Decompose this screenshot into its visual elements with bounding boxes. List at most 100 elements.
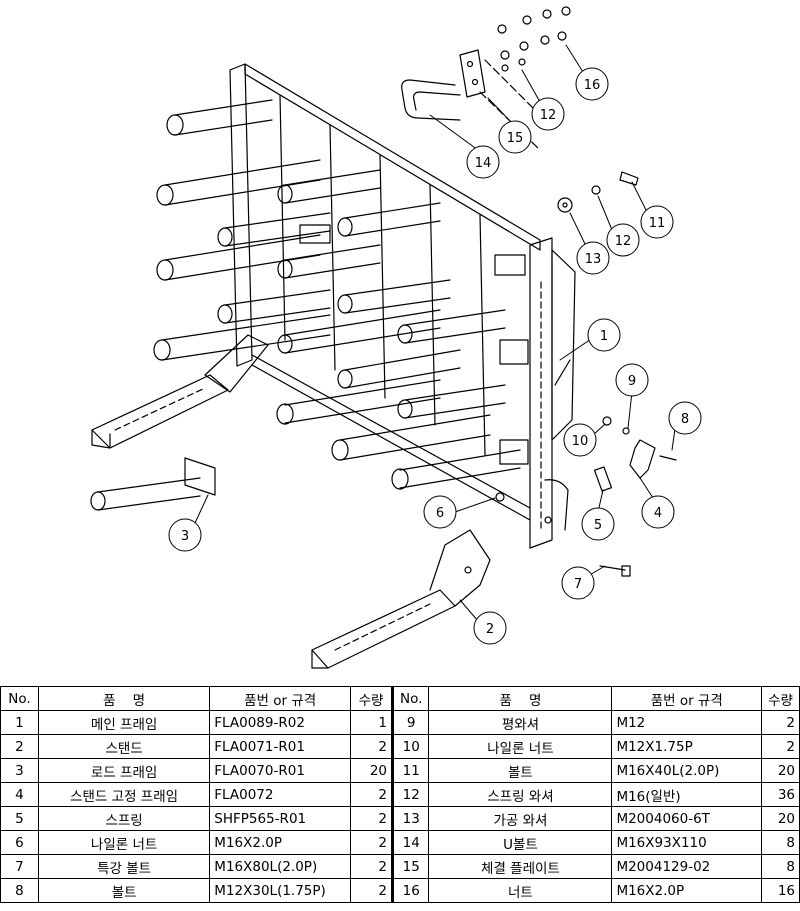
part-qty: 8 <box>761 854 800 879</box>
callout-13: 13 <box>576 241 610 275</box>
part-code: M16X80L(2.0P) <box>209 854 352 879</box>
svg-text:16: 16 <box>584 78 601 93</box>
part-qty: 2 <box>761 734 800 759</box>
u-bolt-assembly <box>401 6 571 151</box>
svg-text:1: 1 <box>600 329 608 344</box>
part-qty: 2 <box>350 782 392 807</box>
callout-8: 8 <box>668 401 702 435</box>
part-number: 14 <box>392 830 430 855</box>
part-number: 5 <box>0 806 39 831</box>
part-name: 나일론 너트 <box>428 734 613 759</box>
callout-6: 6 <box>423 495 457 529</box>
part-name: 스프링 <box>37 806 211 831</box>
part-code: FLA0089-R02 <box>209 710 352 735</box>
part-name: 특강 볼트 <box>37 854 211 879</box>
svg-text:5: 5 <box>594 518 602 533</box>
part-number: 13 <box>392 806 430 831</box>
svg-text:10: 10 <box>572 434 589 449</box>
part-qty: 1 <box>350 710 392 735</box>
svg-text:6: 6 <box>436 506 444 521</box>
callout-balloons: 1 2 3 4 5 6 7 8 9 10 11 12 12 13 14 15 1… <box>168 67 702 645</box>
part-code: FLA0072 <box>209 782 352 807</box>
part-name: 볼트 <box>37 878 211 903</box>
header-qty: 수량 <box>761 686 800 711</box>
callout-12a: 12 <box>606 223 640 257</box>
part-name: 체결 플레이트 <box>428 854 613 879</box>
callout-14: 14 <box>466 145 500 179</box>
part-name: 볼트 <box>428 758 613 783</box>
part-number: 4 <box>0 782 39 807</box>
svg-text:4: 4 <box>654 506 662 521</box>
callout-10: 10 <box>563 423 597 457</box>
callout-4: 4 <box>641 495 675 529</box>
part-qty: 16 <box>761 878 800 903</box>
part-code: SHFP565-R01 <box>209 806 352 831</box>
callout-7: 7 <box>561 566 595 600</box>
part-qty: 2 <box>350 854 392 879</box>
svg-text:12: 12 <box>615 234 632 249</box>
part-code: M12 <box>611 710 763 735</box>
part-number: 15 <box>392 854 430 879</box>
part-code: M16X2.0P <box>209 830 352 855</box>
part-code: M2004129-02 <box>611 854 763 879</box>
exploded-assembly-drawing: 1 2 3 4 5 6 7 8 9 10 11 12 12 13 14 15 1… <box>90 6 702 669</box>
part-name: 스프링 와셔 <box>428 782 613 807</box>
table-header-row: No. 품 명 품번 or 규격 수량 <box>392 686 800 711</box>
part-number: 7 <box>0 854 39 879</box>
svg-text:11: 11 <box>649 216 666 231</box>
part-name: 로드 프래임 <box>37 758 211 783</box>
part-qty: 8 <box>761 830 800 855</box>
svg-text:8: 8 <box>681 412 689 427</box>
header-code: 품번 or 규격 <box>209 686 352 711</box>
part-code: M16(일반) <box>611 782 763 807</box>
part-number: 1 <box>0 710 39 735</box>
callout-16: 16 <box>575 67 609 101</box>
part-code: M2004060-6T <box>611 806 763 831</box>
part-qty: 2 <box>350 806 392 831</box>
stand-left <box>91 334 269 449</box>
part-number: 10 <box>392 734 430 759</box>
header-no: No. <box>392 686 430 711</box>
part-code: M12X30L(1.75P) <box>209 878 352 903</box>
part-number: 2 <box>0 734 39 759</box>
callout-15: 15 <box>498 120 532 154</box>
part-name: 너트 <box>428 878 613 903</box>
svg-text:7: 7 <box>574 577 582 592</box>
part-name: 스탠드 고정 프래임 <box>37 782 211 807</box>
part-qty: 20 <box>350 758 392 783</box>
svg-text:14: 14 <box>475 156 492 171</box>
header-name: 품 명 <box>428 686 613 711</box>
stand-part-2 <box>311 529 491 669</box>
part-qty: 36 <box>761 782 800 807</box>
part-code: M16X40L(2.0P) <box>611 758 763 783</box>
part-qty: 20 <box>761 806 800 831</box>
svg-text:2: 2 <box>486 622 494 637</box>
part-name: 메인 프래임 <box>37 710 211 735</box>
part-number: 12 <box>392 782 430 807</box>
part-qty: 2 <box>350 830 392 855</box>
part-code: M12X1.75P <box>611 734 763 759</box>
part-number: 3 <box>0 758 39 783</box>
part-code: FLA0070-R01 <box>209 758 352 783</box>
svg-text:9: 9 <box>628 374 636 389</box>
part-name: 스탠드 <box>37 734 211 759</box>
svg-text:12: 12 <box>540 108 557 123</box>
callout-5: 5 <box>581 507 615 541</box>
callout-3: 3 <box>168 518 202 552</box>
svg-text:13: 13 <box>585 252 602 267</box>
